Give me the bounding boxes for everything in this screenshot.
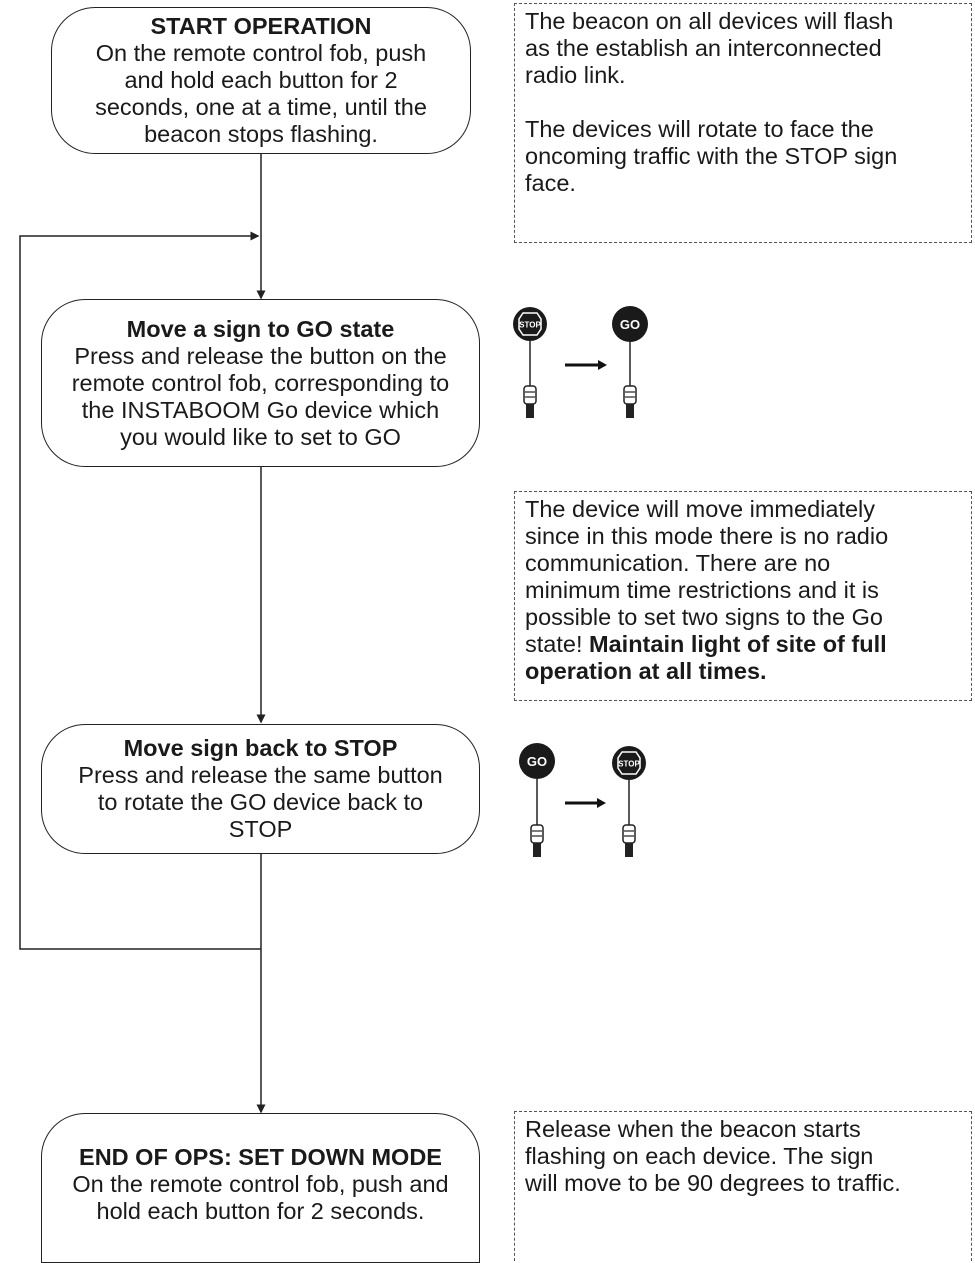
note-line: face. (525, 170, 576, 196)
go-to-stop-illustration: GO STOP (519, 743, 646, 857)
arrow-right-icon (565, 360, 607, 370)
step-text-line: hold each button for 2 seconds. (96, 1198, 425, 1224)
note-line: since in this mode there is no radio (525, 523, 889, 549)
note-line: as the establish an interconnected (525, 35, 882, 61)
step-end-of-ops: END OF OPS: SET DOWN MODE On the remote … (41, 1113, 480, 1263)
go-sign-device-icon: GO (519, 743, 555, 857)
stop-sign-device-icon: STOP (612, 746, 646, 857)
arrow-right-icon (565, 798, 606, 808)
note-warning-text: Maintain light of site of full (589, 631, 887, 657)
note-line: oncoming traffic with the STOP sign (525, 143, 898, 169)
step-text-line: Press and release the same button (78, 762, 443, 788)
note-warning-text: operation at all times. (525, 658, 767, 684)
step-start-operation: START OPERATION On the remote control fo… (51, 7, 471, 154)
step-text-line: beacon stops flashing. (144, 121, 378, 147)
note-line: radio link. (525, 62, 626, 88)
stop-sign-device-icon: STOP (513, 307, 547, 418)
note-start: The beacon on all devices will flash as … (514, 3, 972, 243)
stop-sign-label: STOP (519, 321, 541, 330)
step-text-line: On the remote control fob, push and (72, 1171, 449, 1197)
step-move-back-to-stop: Move sign back to STOP Press and release… (41, 724, 480, 854)
note-line: will move to be 90 degrees to traffic. (525, 1170, 901, 1196)
step-text-line: the INSTABOOM Go device which (81, 396, 440, 423)
go-sign-label: GO (620, 317, 640, 332)
note-line: flashing on each device. The sign (525, 1143, 874, 1169)
note-line: possible to set two signs to the Go (525, 604, 883, 630)
note-line: operation at all times. (525, 658, 961, 685)
step-text-line: remote control fob, corresponding to (71, 369, 450, 396)
stop-sign-label: STOP (618, 760, 640, 769)
note-line: The device will move immediately (525, 496, 876, 522)
note-line: communication. There are no (525, 550, 831, 576)
step-title: START OPERATION (150, 13, 372, 39)
note-end: Release when the beacon starts flashing … (514, 1111, 972, 1261)
step-title: END OF OPS: SET DOWN MODE (79, 1144, 442, 1170)
note-go-mode: The device will move immediately since i… (514, 491, 972, 701)
step-move-to-go: Move a sign to GO state Press and releas… (41, 299, 480, 467)
note-line: The beacon on all devices will flash (525, 8, 894, 34)
go-sign-device-icon: GO (612, 306, 648, 418)
step-title: Move a sign to GO state (126, 315, 395, 342)
step-text-line: seconds, one at a time, until the (95, 94, 427, 120)
step-text-line: to rotate the GO device back to (97, 789, 424, 815)
note-line: Release when the beacon starts (525, 1116, 861, 1142)
step-text-line: On the remote control fob, push (95, 40, 427, 66)
stop-to-go-illustration: STOP GO (513, 306, 648, 418)
step-text-line: you would like to set to GO (120, 423, 401, 450)
note-line: The devices will rotate to face the (525, 116, 874, 142)
loop-back-connector (19, 231, 261, 950)
note-line-mixed: state! Maintain light of site of full (525, 631, 961, 658)
note-line: minimum time restrictions and it is (525, 577, 879, 603)
step-text-line: Press and release the button on the (74, 342, 447, 369)
step-text-line: and hold each button for 2 (124, 67, 398, 93)
go-sign-label: GO (527, 754, 547, 769)
note-plain-text: state! (525, 631, 590, 657)
step-text-line: STOP (228, 816, 293, 842)
step-title: Move sign back to STOP (123, 735, 398, 761)
